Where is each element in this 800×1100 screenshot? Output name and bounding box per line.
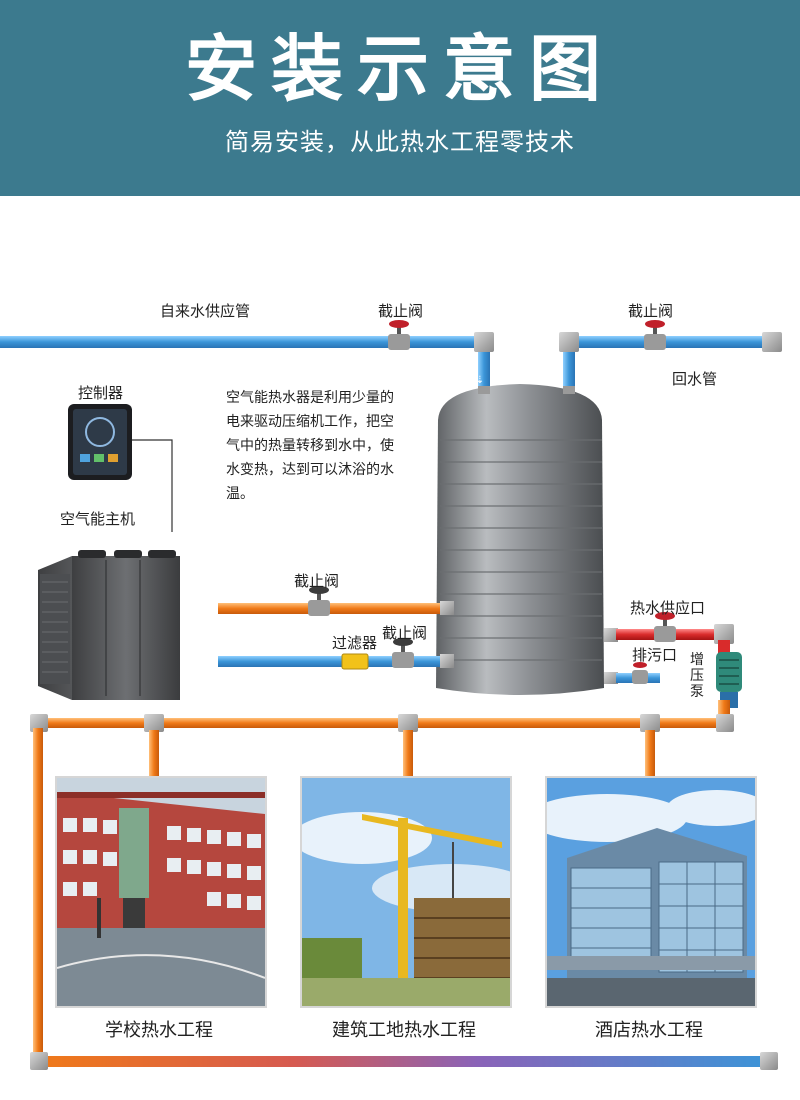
water-supply-pipe: ⇣: [0, 332, 494, 390]
label-valve-top-right: 截止阀: [628, 302, 674, 320]
valve-top-middle-icon: [388, 320, 410, 350]
description-text: 空气能热水器是利用少量的电来驱动压缩机工作，把空气中的热量转移到水中，使水变热，…: [226, 390, 394, 502]
label-valve-blue: 截止阀: [382, 624, 428, 642]
label-valve-top-middle: 截止阀: [378, 302, 424, 320]
label-hot-water-outlet: 热水供应口: [630, 599, 706, 617]
cold-water-pipe-to-tank: [218, 654, 454, 668]
label-filter: 过滤器: [332, 634, 378, 652]
hot-water-pipe-to-tank: [218, 601, 454, 615]
label-valve-orange: 截止阀: [294, 572, 340, 590]
return-pipe: [559, 332, 782, 390]
school-photo: [55, 776, 267, 1008]
air-source-host-unit: [38, 550, 180, 700]
page-title: 安装示意图: [184, 27, 615, 111]
filter-icon: [341, 653, 369, 670]
caption-construction-site: 建筑工地热水工程: [332, 1020, 476, 1041]
hotel-photo: [545, 776, 757, 1008]
label-return-pipe: 回水管: [672, 370, 718, 388]
valve-hot-outlet-icon: [654, 612, 676, 642]
valve-top-right-icon: [644, 320, 666, 350]
installation-diagram: ⇣: [0, 320, 782, 1070]
valve-orange-icon: [308, 586, 330, 616]
valve-drain-icon: [632, 662, 648, 684]
controller-icon: [68, 404, 132, 480]
construction-site-photo: [300, 776, 512, 1008]
label-water-supply-pipe: 自来水供应管: [160, 302, 251, 320]
return-distribution-pipe: [30, 1052, 778, 1070]
valve-blue-icon: [392, 638, 414, 668]
caption-school: 学校热水工程: [105, 1020, 213, 1041]
hot-water-distribution-pipe: [30, 714, 734, 1058]
page-subtitle: 简易安装，从此热水工程零技术: [225, 128, 575, 156]
label-booster-pump: 增压泵: [690, 652, 704, 700]
label-drain-outlet: 排污口: [632, 646, 678, 664]
caption-hotel: 酒店热水工程: [595, 1020, 703, 1041]
label-controller: 控制器: [78, 384, 124, 402]
svg-text:⇣: ⇣: [476, 375, 484, 386]
water-tank: [436, 384, 604, 695]
header-banner: 安装示意图 简易安装，从此热水工程零技术: [0, 0, 800, 196]
label-host-unit: 空气能主机: [60, 510, 136, 528]
